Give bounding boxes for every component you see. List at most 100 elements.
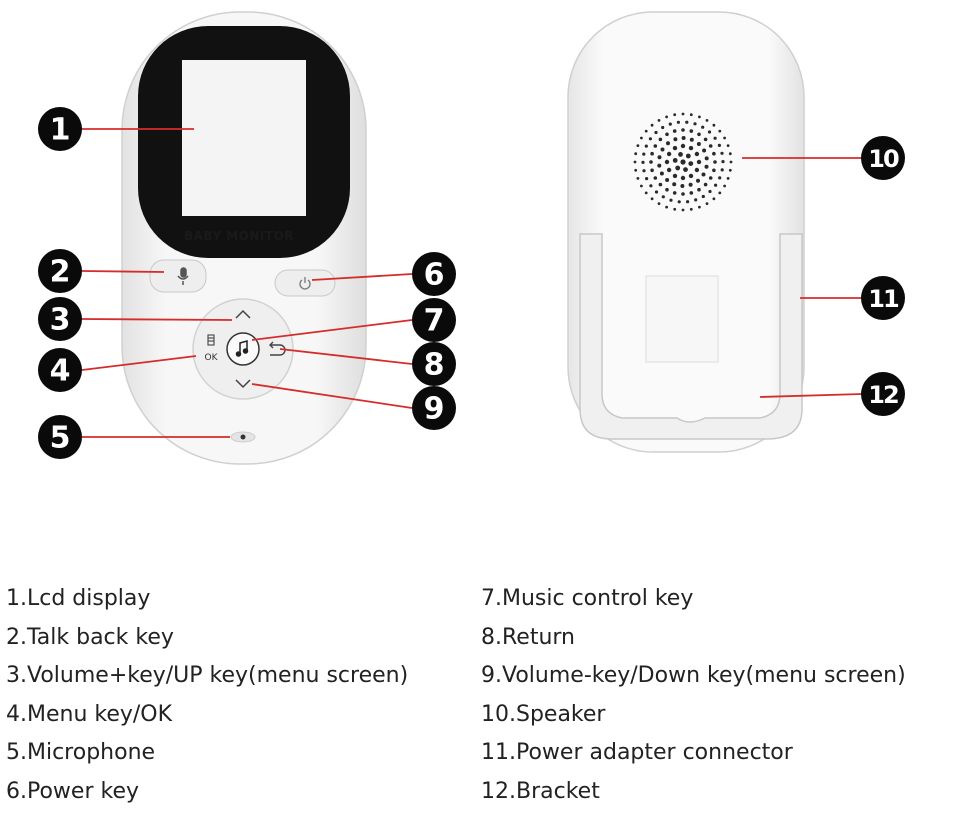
speaker-hole: [657, 155, 662, 160]
speaker-hole: [697, 187, 701, 192]
callout-11: 11: [861, 276, 905, 320]
legend-item-11: 11.Power adapter connector: [481, 740, 793, 765]
speaker-hole: [650, 123, 654, 127]
speaker-hole: [657, 119, 661, 122]
speaker-hole: [683, 167, 688, 173]
speaker-hole: [672, 158, 678, 163]
legend-item-8: 8.Return: [481, 624, 575, 650]
callout-2: 2: [38, 249, 82, 293]
callout-9: 9: [412, 386, 456, 430]
speaker-hole: [720, 168, 724, 172]
speaker-grille: [633, 112, 733, 212]
speaker-hole: [636, 177, 640, 180]
speaker-hole: [661, 195, 665, 199]
legend-right-column: 7.Music control key 8.Return 9.Volume-ke…: [481, 580, 906, 811]
speaker-hole: [658, 182, 663, 187]
callout-10: 10: [861, 136, 905, 180]
speaker-hole: [641, 160, 645, 164]
speaker-hole: [688, 145, 694, 151]
speaker-hole: [698, 115, 701, 119]
speaker-hole: [697, 132, 701, 137]
leader-line-7: [251, 319, 413, 341]
callout-8: 8: [412, 342, 456, 386]
menu-icon[interactable]: [207, 334, 215, 346]
speaker-hole: [713, 136, 717, 140]
speaker-hole: [714, 183, 718, 187]
speaker-hole: [672, 145, 678, 151]
speaker-hole: [685, 153, 691, 159]
speaker-hole: [677, 200, 681, 204]
speaker-hole: [718, 129, 722, 133]
speaker-hole: [723, 136, 726, 140]
callout-3: 3: [38, 297, 82, 341]
legend-item-5: 5.Microphone: [6, 740, 156, 765]
speaker-hole: [729, 160, 733, 164]
callout-10-number: 10: [868, 145, 899, 173]
speaker-hole: [701, 194, 705, 199]
legend-left-column: 1.Lcd display 2.Talk back key 3.Volume+k…: [6, 580, 408, 811]
legend-item-6: 6.Power key: [6, 778, 140, 804]
speaker-hole: [689, 129, 694, 133]
speaker-hole: [728, 168, 732, 172]
speaker-hole: [712, 197, 716, 201]
callout-5-number: 5: [50, 421, 71, 456]
speaker-hole: [703, 182, 708, 187]
leader-line-6: [311, 273, 413, 281]
speaker-hole: [665, 115, 668, 119]
speaker-hole: [642, 169, 646, 173]
speaker-hole: [688, 161, 694, 167]
speaker-hole: [654, 130, 658, 135]
speaker-hole: [701, 172, 706, 177]
speaker-hole: [705, 202, 709, 206]
speaker-hole: [634, 168, 638, 172]
callout-6-number: 6: [424, 258, 445, 293]
speaker-hole: [704, 164, 709, 169]
chevron-down-icon[interactable]: [235, 379, 251, 389]
legend-item-7: 7.Music control key: [481, 586, 694, 611]
speaker-hole: [718, 191, 722, 195]
speaker-hole: [673, 113, 677, 117]
bracket: [579, 233, 803, 440]
leader-line-4: [81, 355, 197, 371]
music-control-key[interactable]: [226, 332, 260, 366]
speaker-hole: [666, 167, 672, 173]
speaker-hole: [673, 137, 678, 142]
speaker-hole: [673, 207, 677, 211]
callout-5: 5: [38, 415, 82, 459]
speaker-hole: [657, 163, 662, 168]
legend-item-2: 2.Talk back key: [6, 624, 174, 650]
speaker-hole: [680, 143, 686, 149]
speaker-hole: [680, 159, 686, 165]
speaker-hole: [717, 143, 722, 147]
speaker-hole: [693, 122, 697, 126]
speaker-hole: [721, 160, 725, 164]
speaker-hole: [665, 178, 670, 182]
monitor-back-body: [567, 11, 805, 453]
speaker-hole: [718, 176, 722, 180]
speaker-hole: [708, 189, 712, 194]
speaker-hole: [661, 125, 665, 130]
speaker-hole: [644, 144, 648, 148]
lcd-display: [182, 60, 306, 216]
speaker-hole: [653, 144, 658, 148]
speaker-hole: [712, 168, 716, 173]
speaker-hole: [708, 144, 713, 148]
speaker-hole: [681, 208, 685, 212]
callout-7: 7: [412, 298, 456, 342]
monitor-front-view: BABY MONITOR OK: [121, 11, 367, 465]
callout-12-number: 12: [868, 381, 898, 409]
speaker-hole: [665, 132, 669, 137]
chevron-up-icon[interactable]: [235, 309, 251, 319]
callout-12: 12: [861, 372, 905, 416]
speaker-hole: [650, 168, 654, 173]
music-note-icon: [235, 340, 249, 357]
speaker-hole: [668, 122, 672, 126]
speaker-hole: [688, 173, 694, 179]
speaker-hole: [648, 137, 653, 141]
leader-line-8: [279, 348, 413, 365]
speaker-hole: [726, 144, 730, 148]
speaker-hole: [640, 184, 643, 188]
microphone-icon: [177, 267, 189, 285]
legend-item-4: 4.Menu key/OK: [6, 701, 173, 727]
